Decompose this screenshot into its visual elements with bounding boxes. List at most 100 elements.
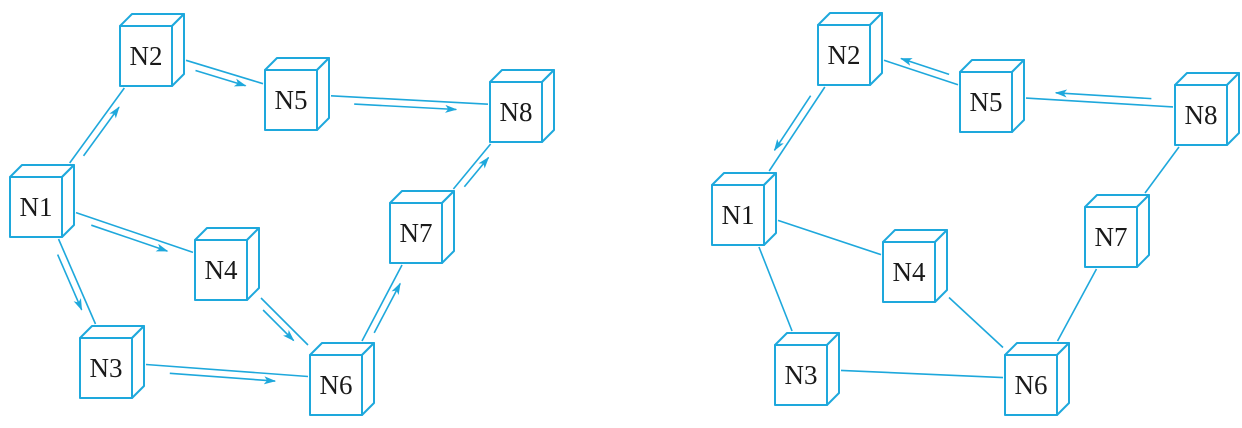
link-N3-N6 bbox=[840, 369, 1004, 379]
node-n7: N7 bbox=[389, 190, 455, 264]
cube-front-face bbox=[119, 25, 173, 87]
node-label: N4 bbox=[205, 255, 238, 285]
node-n8: N8 bbox=[489, 69, 555, 143]
direction-arrow bbox=[195, 69, 247, 87]
link-N1-N4 bbox=[75, 211, 194, 254]
cube-side-face bbox=[1011, 59, 1025, 133]
link-line bbox=[948, 296, 1004, 349]
link-line bbox=[1144, 146, 1180, 194]
cube-front-face bbox=[194, 239, 248, 301]
cube-side-face bbox=[763, 172, 777, 246]
cube-side-face bbox=[934, 229, 948, 303]
link-line bbox=[75, 211, 194, 254]
link-N4-N6 bbox=[948, 296, 1004, 349]
node-n3: N3 bbox=[774, 332, 840, 406]
link-line bbox=[1056, 268, 1098, 342]
node-label: N8 bbox=[500, 97, 533, 127]
node-label: N7 bbox=[400, 218, 433, 248]
node-label: N7 bbox=[1095, 222, 1128, 252]
cube-front-face bbox=[882, 241, 936, 303]
direction-arrow bbox=[773, 95, 812, 152]
link-line bbox=[361, 264, 403, 342]
link-line bbox=[57, 238, 97, 325]
node-n8: N8 bbox=[1174, 72, 1240, 146]
cube-front-face bbox=[79, 337, 133, 399]
cube-front-face bbox=[309, 354, 363, 416]
link-N1-N2 bbox=[69, 87, 125, 164]
node-n4: N4 bbox=[194, 227, 260, 301]
link-N5-N2 bbox=[883, 57, 959, 86]
cube-front-face bbox=[1004, 354, 1058, 416]
node-n1: N1 bbox=[9, 164, 75, 238]
cube-front-face bbox=[264, 69, 318, 131]
cube-side-face bbox=[1056, 342, 1070, 416]
cube-front-face bbox=[389, 202, 443, 264]
link-N8-N5 bbox=[1025, 89, 1174, 108]
link-N2-N1 bbox=[768, 86, 826, 172]
link-N7-N8 bbox=[452, 143, 492, 190]
link-line bbox=[260, 297, 309, 346]
link-line bbox=[883, 59, 959, 86]
link-line bbox=[185, 59, 264, 85]
direction-arrow bbox=[262, 309, 295, 342]
direction-arrow bbox=[169, 372, 277, 385]
node-label: N6 bbox=[320, 370, 353, 400]
link-line bbox=[145, 363, 309, 378]
link-N6-N7 bbox=[1056, 268, 1098, 342]
node-label: N1 bbox=[20, 192, 53, 222]
link-N5-N8 bbox=[330, 95, 489, 113]
node-label: N2 bbox=[828, 40, 861, 70]
direction-arrow bbox=[373, 282, 401, 334]
link-line bbox=[69, 87, 125, 164]
direction-arrow bbox=[91, 224, 169, 252]
node-n5: N5 bbox=[959, 59, 1025, 133]
node-label: N6 bbox=[1015, 370, 1048, 400]
cube-side-face bbox=[1136, 194, 1150, 268]
direction-arrow bbox=[82, 106, 120, 157]
link-N1-N3 bbox=[56, 238, 97, 325]
node-n4: N4 bbox=[882, 229, 948, 303]
cube-side-face bbox=[316, 57, 330, 131]
link-N7-N8 bbox=[1144, 146, 1180, 194]
cube-side-face bbox=[541, 69, 555, 143]
cube-front-face bbox=[1084, 206, 1138, 268]
direction-arrow bbox=[900, 57, 950, 76]
cube-side-face bbox=[869, 12, 883, 86]
node-label: N5 bbox=[275, 85, 308, 115]
link-N1-N4 bbox=[777, 219, 882, 256]
node-n6: N6 bbox=[1004, 342, 1070, 416]
cube-front-face bbox=[959, 71, 1013, 133]
cube-front-face bbox=[774, 344, 828, 406]
node-label: N2 bbox=[130, 41, 163, 71]
link-N2-N5 bbox=[185, 59, 264, 87]
cube-front-face bbox=[711, 184, 765, 246]
node-n1: N1 bbox=[711, 172, 777, 246]
node-label: N3 bbox=[785, 360, 818, 390]
link-line bbox=[1025, 97, 1174, 108]
node-n6: N6 bbox=[309, 342, 375, 416]
cube-side-face bbox=[131, 325, 145, 399]
node-label: N3 bbox=[90, 353, 123, 383]
direction-arrow bbox=[354, 103, 458, 113]
cube-side-face bbox=[246, 227, 260, 301]
cube-side-face bbox=[171, 13, 185, 87]
link-line bbox=[768, 86, 826, 172]
node-n3: N3 bbox=[79, 325, 145, 399]
direction-arrow bbox=[56, 254, 83, 311]
node-n2: N2 bbox=[119, 13, 185, 87]
cube-side-face bbox=[361, 342, 375, 416]
direction-arrow bbox=[1054, 89, 1152, 100]
link-line bbox=[452, 143, 492, 190]
link-N6-N7 bbox=[361, 264, 403, 342]
cube-side-face bbox=[441, 190, 455, 264]
link-line bbox=[777, 219, 882, 256]
cube-side-face bbox=[826, 332, 840, 406]
node-label: N8 bbox=[1185, 100, 1218, 130]
link-N4-N6 bbox=[260, 297, 309, 346]
direction-arrow bbox=[463, 156, 490, 188]
cube-front-face bbox=[1174, 84, 1228, 146]
node-n5: N5 bbox=[264, 57, 330, 131]
